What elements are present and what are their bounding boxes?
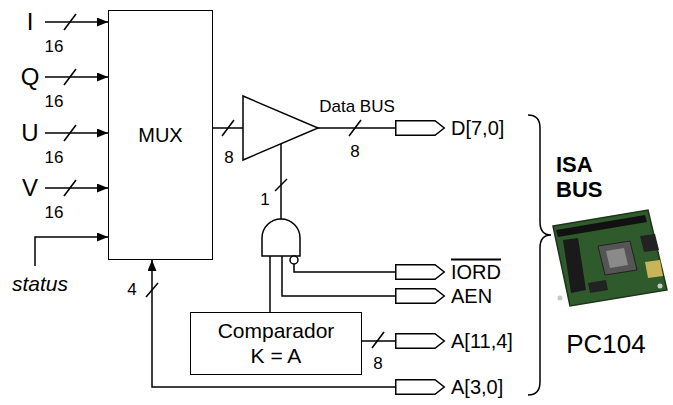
- bus-slash: [64, 14, 76, 30]
- cpu-die: [606, 248, 628, 268]
- bus-title: ISA BUS: [556, 152, 622, 203]
- comparator-box: Comparador K = A: [190, 312, 362, 375]
- signal-name: I: [27, 8, 34, 36]
- box-text: Comparador K = A: [214, 319, 339, 367]
- bus-width: 16: [45, 37, 64, 57]
- connector-outline: [395, 379, 445, 395]
- mount-hole: [658, 284, 663, 289]
- connector-part: [645, 260, 663, 278]
- board-pcb: [553, 210, 667, 306]
- bus-connector: A[11,4]: [395, 333, 445, 349]
- bus-width: 8: [224, 148, 233, 168]
- bus-width: 1: [260, 190, 269, 210]
- iord-wire: [294, 264, 395, 272]
- enable-wire: [280, 144, 282, 219]
- compare-wire: [269, 256, 271, 312]
- bus-slash: [64, 180, 76, 196]
- connector-shape: [396, 265, 445, 280]
- pin-header: [556, 215, 647, 237]
- signal-name: U: [21, 119, 38, 147]
- bus-slash: [64, 69, 76, 85]
- ic-chip: [588, 280, 608, 293]
- bus-width: 8: [350, 142, 359, 162]
- connector-outline: [395, 120, 445, 136]
- data-bus-wire: [318, 127, 395, 129]
- input-wire: [45, 132, 108, 134]
- connector-outline: [395, 333, 445, 349]
- box-text: MUX: [138, 124, 182, 147]
- bus-slash: [64, 125, 76, 141]
- mount-hole: [558, 296, 563, 301]
- bus-slash: [372, 332, 384, 348]
- bus-connector: D[7,0]: [395, 120, 445, 136]
- signal-name: status: [12, 272, 68, 296]
- bus-width: 16: [45, 92, 64, 112]
- input-wire: [45, 76, 108, 78]
- bus-slash: [222, 120, 234, 136]
- and-gate: [262, 219, 300, 256]
- input-wire: [45, 21, 108, 23]
- signal-name: AEN: [451, 285, 492, 308]
- signal-name: Q: [21, 63, 40, 91]
- inversion-bubble: [290, 256, 298, 264]
- status-wire: [35, 237, 108, 266]
- aen-wire: [282, 256, 395, 296]
- signal-name: A[11,4]: [451, 330, 513, 353]
- bus-connector: AEN: [395, 288, 445, 304]
- multiplexer-box: MUX: [108, 10, 213, 260]
- bus-width: 16: [45, 203, 64, 223]
- bus-slash: [349, 120, 361, 136]
- bus-connector: IORD: [395, 264, 445, 280]
- input-wire: [45, 187, 108, 189]
- connector-outline: [395, 264, 445, 280]
- signal-name: A[3,0]: [451, 376, 503, 399]
- connector-shape: [396, 289, 445, 304]
- connector-shape: [396, 334, 445, 349]
- connector-outline: [395, 288, 445, 304]
- bus-connector-wire: [362, 340, 395, 342]
- pin-header: [563, 238, 586, 293]
- bus-width: 4: [127, 280, 136, 300]
- ic-chip: [640, 234, 659, 252]
- signal-name: V: [22, 174, 38, 202]
- connector-shape: [396, 380, 445, 395]
- pc104-board: [553, 210, 667, 306]
- bus-slash: [275, 179, 287, 191]
- bus-name: Data BUS: [319, 97, 395, 117]
- bus-connector-wire: [152, 260, 395, 387]
- bus-brace: [528, 115, 551, 395]
- board-name: PC104: [566, 330, 646, 360]
- connector-shape: [396, 121, 445, 136]
- bus-width: 16: [45, 148, 64, 168]
- signal-name: IORD: [451, 261, 501, 284]
- signal-name: D[7,0]: [451, 117, 504, 140]
- cpu-chip: [598, 241, 637, 275]
- bus-width: 8: [373, 354, 382, 374]
- bus-connector: A[3,0]: [395, 379, 445, 395]
